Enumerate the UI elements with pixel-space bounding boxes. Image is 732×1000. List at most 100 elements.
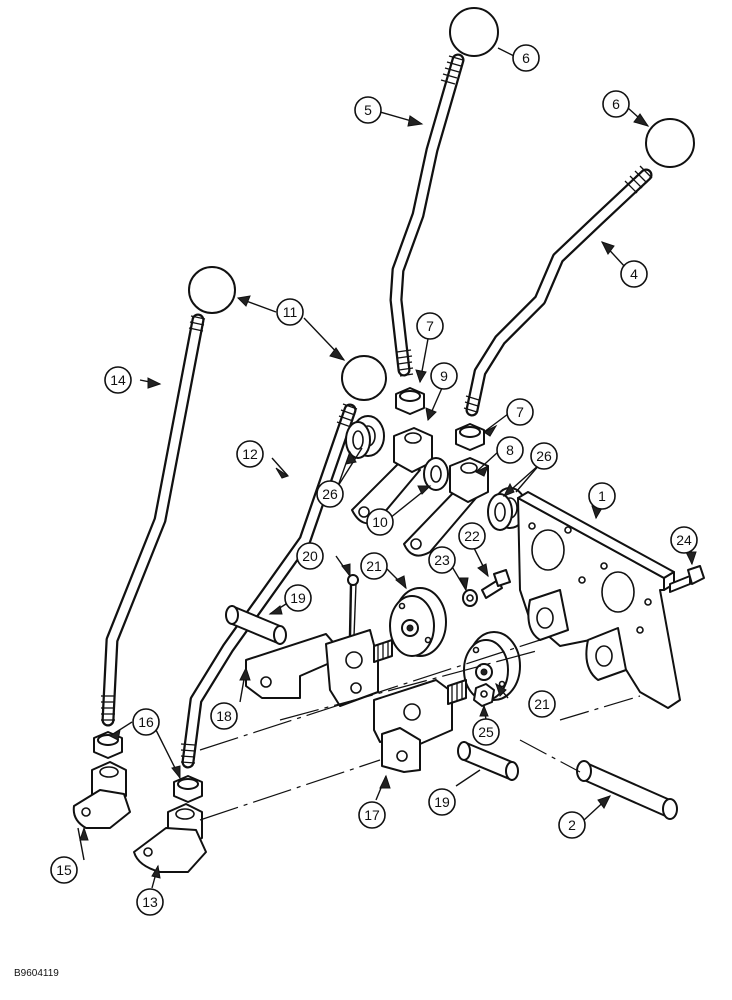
svg-text:25: 25 bbox=[478, 724, 494, 740]
callout-2: 2 bbox=[558, 811, 586, 839]
svg-text:4: 4 bbox=[630, 266, 638, 282]
svg-text:12: 12 bbox=[242, 446, 258, 462]
nut-25 bbox=[473, 683, 495, 707]
lever-5-thread-top bbox=[440, 55, 464, 85]
svg-text:16: 16 bbox=[138, 714, 154, 730]
callout-7-lower: 7 bbox=[506, 398, 534, 426]
pin-2 bbox=[576, 760, 678, 820]
rod-end-13 bbox=[133, 803, 207, 873]
svg-text:14: 14 bbox=[110, 372, 126, 388]
callout-12: 12 bbox=[236, 440, 264, 468]
svg-text:8: 8 bbox=[506, 442, 514, 458]
washer-26-left bbox=[345, 415, 385, 459]
lever-12-thread-top bbox=[336, 403, 358, 428]
lever-14-thread-bottom bbox=[101, 695, 115, 721]
knob-11-center bbox=[341, 355, 387, 401]
svg-text:15: 15 bbox=[56, 862, 72, 878]
callout-8: 8 bbox=[496, 436, 524, 464]
callout-17: 17 bbox=[358, 801, 386, 829]
knob-11-left bbox=[188, 266, 236, 314]
pin-19-lower bbox=[457, 741, 519, 781]
nut-7-upper bbox=[395, 387, 425, 415]
mounting-plate-1 bbox=[517, 491, 681, 709]
callout-19-lower: 19 bbox=[428, 788, 456, 816]
lever-12 bbox=[180, 403, 358, 769]
callout-22: 22 bbox=[458, 522, 486, 550]
callout-11: 11 bbox=[276, 298, 304, 326]
svg-text:6: 6 bbox=[522, 50, 530, 66]
clevis-18 bbox=[245, 629, 393, 707]
callout-6-right: 6 bbox=[602, 90, 630, 118]
callout-9: 9 bbox=[430, 362, 458, 390]
clevis-18-thread bbox=[373, 639, 393, 663]
callout-21-lower: 21 bbox=[528, 690, 556, 718]
svg-text:20: 20 bbox=[302, 548, 318, 564]
svg-text:6: 6 bbox=[612, 96, 620, 112]
lever-5-thread-bottom bbox=[396, 349, 414, 377]
lever-5 bbox=[389, 53, 465, 377]
callout-1: 1 bbox=[588, 482, 616, 510]
callout-16: 16 bbox=[132, 708, 160, 736]
svg-text:7: 7 bbox=[426, 318, 434, 334]
rod-end-15 bbox=[72, 761, 131, 829]
cotter-pin-20 bbox=[347, 574, 359, 637]
svg-text:11: 11 bbox=[283, 304, 298, 320]
callout-6-top: 6 bbox=[512, 44, 540, 72]
callout-5: 5 bbox=[354, 96, 382, 124]
callout-14: 14 bbox=[104, 366, 132, 394]
callout-18: 18 bbox=[210, 702, 238, 730]
knob-6-right bbox=[645, 118, 695, 168]
callout-10: 10 bbox=[366, 508, 394, 536]
svg-text:10: 10 bbox=[372, 514, 388, 530]
lever-14-thread-top bbox=[188, 315, 206, 332]
nut-7-lower bbox=[455, 423, 485, 451]
svg-text:26: 26 bbox=[322, 486, 338, 502]
svg-text:22: 22 bbox=[464, 528, 480, 544]
knob-6-top bbox=[449, 7, 499, 57]
callout-25: 25 bbox=[472, 718, 500, 746]
bolt-24 bbox=[669, 565, 705, 593]
pivot-disc-21-upper bbox=[389, 587, 447, 657]
svg-text:13: 13 bbox=[142, 894, 158, 910]
lever-4 bbox=[463, 165, 653, 417]
callout-15: 15 bbox=[50, 856, 78, 884]
callout-13: 13 bbox=[136, 888, 164, 916]
callout-23: 23 bbox=[428, 546, 456, 574]
bolt-22 bbox=[481, 569, 511, 599]
clevis-17-thread bbox=[447, 679, 467, 705]
lever-12-thread-bottom bbox=[180, 743, 196, 764]
svg-text:24: 24 bbox=[676, 532, 692, 548]
callout-4: 4 bbox=[620, 260, 648, 288]
svg-text:17: 17 bbox=[364, 807, 380, 823]
washer-10 bbox=[423, 457, 449, 491]
plate-1-bore-left bbox=[531, 529, 565, 571]
svg-text:9: 9 bbox=[440, 368, 448, 384]
svg-text:23: 23 bbox=[434, 552, 450, 568]
clevis-17 bbox=[373, 679, 467, 773]
svg-text:5: 5 bbox=[364, 102, 372, 118]
svg-text:19: 19 bbox=[434, 794, 450, 810]
drawing-code: B9604119 bbox=[14, 968, 59, 979]
pin-19-upper bbox=[225, 605, 287, 645]
callout-20: 20 bbox=[296, 542, 324, 570]
lever-4-thread-top bbox=[624, 165, 653, 194]
callout-24: 24 bbox=[670, 526, 698, 554]
svg-text:21: 21 bbox=[534, 696, 550, 712]
svg-text:1: 1 bbox=[598, 488, 606, 504]
callout-26-left: 26 bbox=[316, 480, 344, 508]
callout-21-upper: 21 bbox=[360, 552, 388, 580]
nut-16-right bbox=[173, 775, 203, 803]
svg-text:18: 18 bbox=[216, 708, 232, 724]
callout-19-upper: 19 bbox=[284, 584, 312, 612]
svg-text:21: 21 bbox=[366, 558, 382, 574]
lever-14 bbox=[101, 313, 206, 727]
lever-4-thread-bottom bbox=[463, 395, 480, 413]
leader-arrowheads bbox=[79, 113, 697, 879]
svg-text:7: 7 bbox=[516, 404, 524, 420]
plate-1-bore-right bbox=[601, 571, 635, 613]
callout-26-right: 26 bbox=[530, 442, 558, 470]
assembly-dashed-lines bbox=[199, 639, 641, 821]
svg-text:26: 26 bbox=[536, 448, 552, 464]
svg-text:19: 19 bbox=[290, 590, 306, 606]
